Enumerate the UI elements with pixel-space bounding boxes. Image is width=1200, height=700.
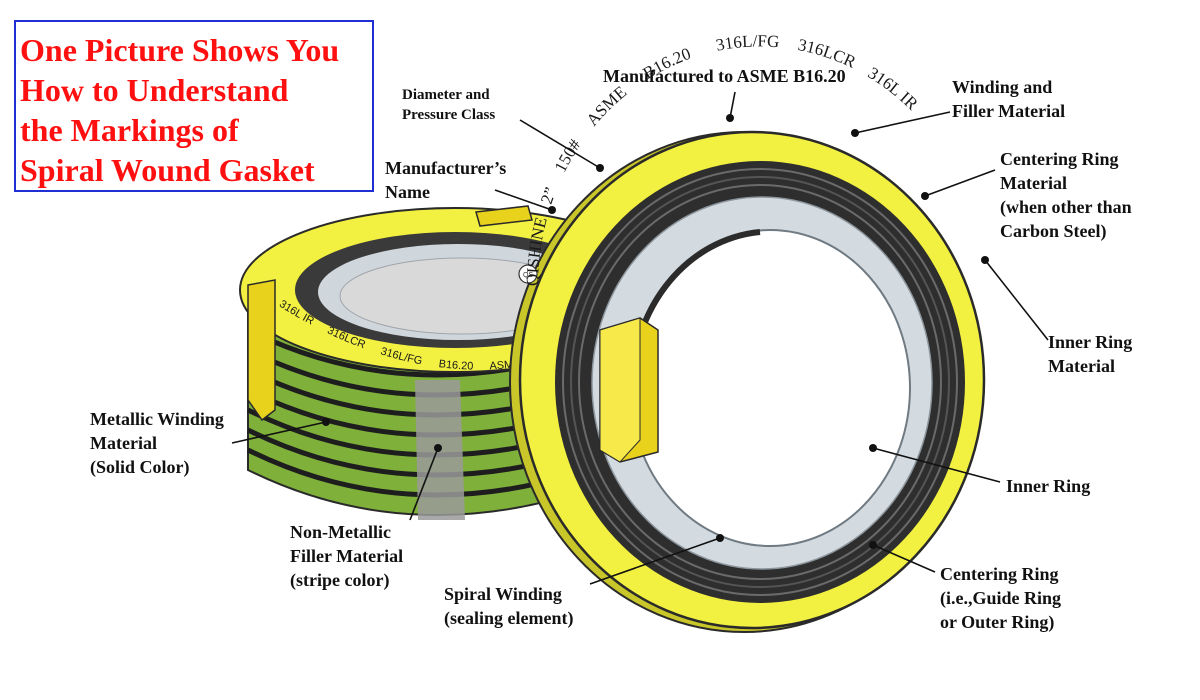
leader-dots	[322, 114, 989, 549]
leader-centering-material	[924, 169, 996, 197]
leader-winding-filler	[854, 111, 951, 134]
leader-manufactured	[729, 91, 736, 119]
label-winding-filler: Winding and Filler Material	[952, 77, 1066, 121]
leader-inner-ring-material	[984, 259, 1049, 341]
label-centering-ring-material: Centering Ring Material (when other than…	[1000, 149, 1132, 241]
title-line-2: How to Understand	[20, 72, 289, 108]
title-line-4: Spiral Wound Gasket	[20, 152, 315, 188]
leader-lines	[231, 91, 1049, 585]
title-line-1: One Picture Shows You	[20, 32, 340, 68]
label-manufacturer-name: Manufacturer’s Name	[385, 158, 507, 202]
title-line-3: the Markings of	[20, 112, 239, 148]
label-inner-ring: Inner Ring	[1006, 476, 1091, 496]
front-gasket: QS QISHINE 2” 150# ASME B16.20 316L/FG 3…	[509, 31, 986, 633]
label-inner-ring-material: Inner Ring Material	[1048, 332, 1133, 376]
top-lug	[475, 205, 533, 227]
leader-diameter	[519, 119, 601, 169]
leader-metallic	[231, 421, 327, 444]
leader-inner-ring	[872, 447, 1001, 483]
leader-centering-ring	[872, 544, 936, 573]
leader-non-metallic	[409, 447, 439, 521]
label-metallic-winding: Metallic Winding Material (Solid Color)	[90, 409, 224, 477]
svg-text:QS: QS	[523, 272, 533, 279]
logo-icon	[518, 264, 538, 284]
leader-manufacturer	[494, 189, 553, 211]
left-lug	[247, 279, 276, 422]
label-diameter-pressure: Diameter and Pressure Class	[402, 87, 496, 123]
title-box: One Picture Shows You How to Understand …	[14, 20, 374, 192]
label-spiral-winding: Spiral Winding (sealing element)	[444, 584, 574, 628]
leader-spiral	[589, 537, 721, 585]
label-centering-ring: Centering Ring (i.e.,Guide Ring or Outer…	[940, 564, 1062, 632]
label-manufactured: Manufactured to ASME B16.20	[603, 66, 846, 86]
label-non-metallic-filler: Non-Metallic Filler Material (stripe col…	[290, 522, 404, 590]
